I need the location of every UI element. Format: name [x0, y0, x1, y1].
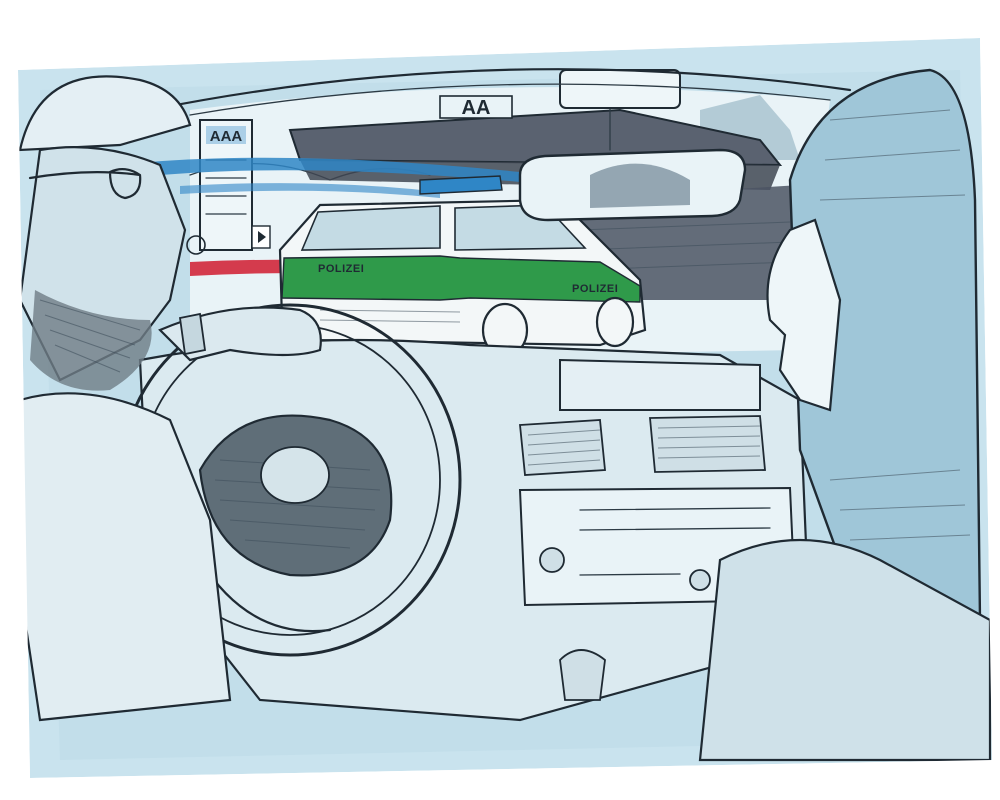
blue-streak — [150, 157, 520, 182]
canopy-sign-text: AA — [462, 97, 491, 119]
pylon-sign-text: AAA — [210, 128, 243, 145]
rear-view-mirror — [518, 69, 747, 222]
gear-shifter — [559, 649, 606, 701]
windshield-frame — [148, 68, 852, 112]
tuning-knob — [689, 569, 711, 591]
police-car-light-bar — [419, 175, 503, 195]
volume-knob — [539, 547, 565, 573]
driver-beard — [30, 290, 152, 391]
police-side-label: POLIZEI — [572, 283, 618, 295]
police-car-green-stripe — [281, 255, 641, 303]
police-car-rear-window — [300, 205, 441, 251]
blue-streak-2 — [180, 183, 440, 198]
driver-watch — [178, 312, 207, 356]
steering-wheel-logo — [260, 446, 330, 504]
passenger-headscarf — [788, 68, 982, 622]
passenger-face — [766, 218, 842, 412]
police-car: POLIZEI POLIZEI — [278, 175, 647, 358]
driver — [8, 75, 322, 722]
air-vent-right — [649, 415, 766, 473]
steering-wheel — [118, 303, 462, 657]
driver-torso — [8, 392, 232, 722]
driver-cap — [18, 75, 192, 152]
air-vent-left — [519, 419, 606, 476]
canopy-roof-sign: AA — [439, 95, 513, 119]
police-rear-label: POLIZEI — [318, 263, 364, 275]
police-car-front-wheel — [595, 296, 635, 348]
passenger-body — [698, 538, 992, 762]
driver-glasses — [28, 168, 142, 200]
windshield-frame-lower — [189, 83, 831, 116]
passenger — [698, 68, 992, 762]
